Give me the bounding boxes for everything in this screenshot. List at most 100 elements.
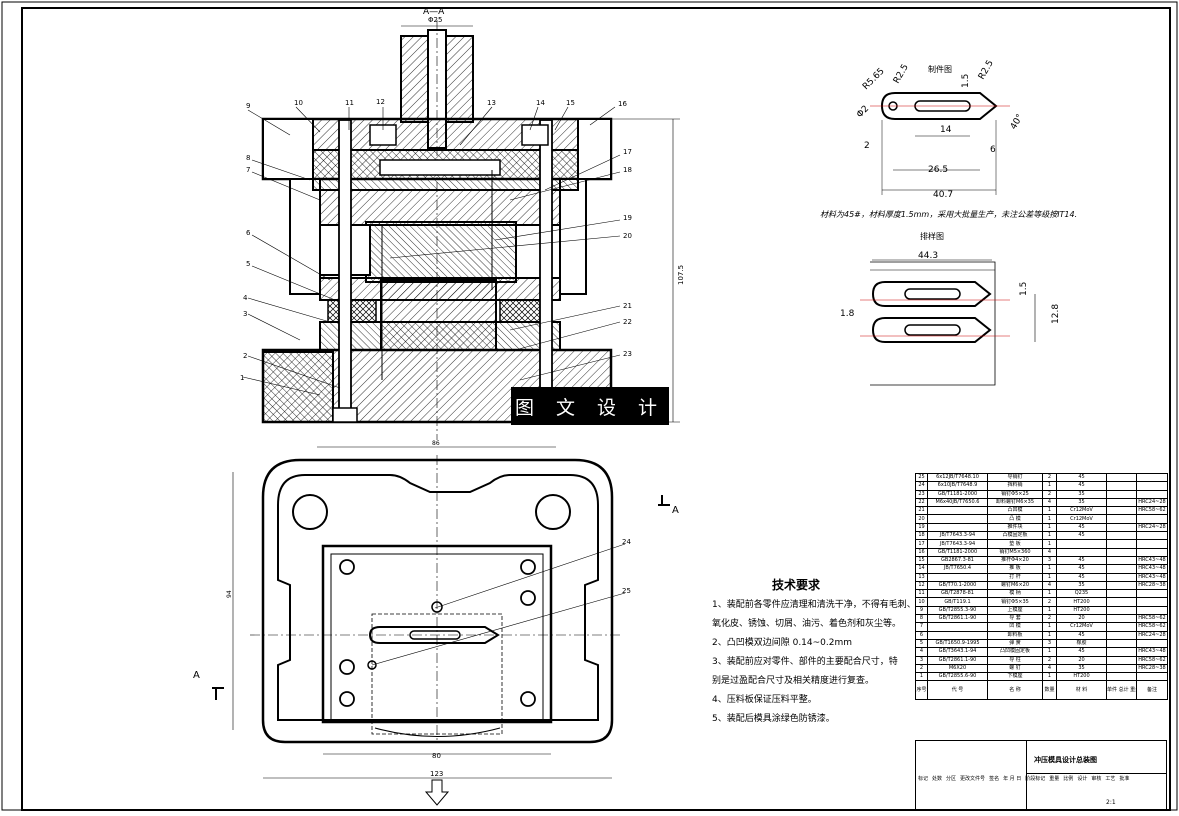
bom-cell: HRC43~48 — [1136, 564, 1168, 574]
bom-cell: HRC43~48 — [1136, 647, 1168, 657]
tech-req-item: 1、装配前各零件应清理和清洗干净，不得有毛刺、 — [712, 600, 916, 610]
bom-cell: HRC58~62 — [1136, 655, 1168, 665]
inner-border — [21, 7, 1171, 811]
bom-cell: 16 — [915, 547, 928, 557]
bom-cell: 凸凹模 — [987, 506, 1043, 516]
scale-value: 2:1 — [1106, 799, 1116, 806]
bom-cell: HT200 — [1056, 672, 1107, 682]
callout-13: 13 — [487, 99, 496, 107]
part-dim-1: R2.5 — [892, 63, 911, 86]
layout-dim-0: 44.3 — [918, 251, 938, 261]
tech-req-item: 氧化皮、锈蚀、切屑、油污、着色剂和灰尘等。 — [712, 619, 902, 629]
bom-cell: 销钉M5×360 — [987, 547, 1043, 557]
bom-cell — [1106, 547, 1137, 557]
bom-cell — [1056, 539, 1107, 549]
part-dim-9: 26.5 — [928, 165, 948, 175]
bom-cell — [1106, 522, 1137, 533]
bom-cell: 导 柱 — [987, 655, 1043, 665]
title-block-label: 签名 — [989, 776, 1000, 782]
bom-cell: GB/T2861.1-90 — [927, 655, 988, 665]
bom-cell: HRC28~38 — [1136, 580, 1168, 591]
bom-cell: 4 — [1042, 663, 1057, 674]
title-block-label: 标记 — [918, 776, 929, 782]
bom-cell: 22 — [915, 497, 928, 508]
callout-24: 24 — [622, 538, 631, 546]
callout-18: 18 — [623, 166, 632, 174]
bom-cell — [927, 630, 988, 640]
callout-8: 8 — [246, 154, 250, 162]
bom-cell: 8 — [915, 614, 928, 624]
bom-cell: 4 — [1042, 497, 1057, 508]
bom-cell: HRC43~48 — [1136, 572, 1168, 582]
bom-cell: 销钉Φ5×25 — [987, 489, 1043, 499]
part-dim-4: Φ2 — [855, 104, 871, 120]
bom-cell: GB/T2855.6-90 — [927, 672, 988, 682]
dim-shank-dia: Φ25 — [428, 16, 442, 24]
bom-cell: 35 — [1056, 663, 1107, 674]
bom-cell — [1106, 655, 1137, 665]
callout-10: 10 — [294, 99, 303, 107]
bom-cell: 模 柄 — [987, 589, 1043, 599]
part-dim-5: 40° — [1009, 113, 1026, 132]
bom-cell — [1106, 597, 1137, 607]
drawing-title: 冲压模具设计总装图 — [1034, 756, 1097, 764]
bom-cell: GB/T1181-2000 — [927, 547, 988, 557]
bom-cell: HRC43~48 — [1136, 555, 1168, 566]
bom-cell: Cr12MoV — [1056, 622, 1107, 632]
title-block-label: 设计 — [1077, 776, 1088, 782]
bom-cell: 1 — [1042, 630, 1057, 640]
tech-req-item: 5、装配后模具涂绿色防锈漆。 — [712, 714, 835, 724]
bom-cell: HRC24~28 — [1136, 497, 1168, 508]
callout-23: 23 — [623, 350, 632, 358]
bom-cell: 45 — [1056, 555, 1107, 566]
bom-cell: HT200 — [1056, 605, 1107, 616]
bom-cell: M6x40JB/T7650.6 — [927, 497, 988, 508]
bom-cell: 下模座 — [987, 672, 1043, 682]
bom-cell — [1136, 638, 1168, 649]
callout-7: 7 — [246, 166, 250, 174]
bom-cell: 1 — [1042, 672, 1057, 682]
bom-cell — [927, 522, 988, 533]
part-dim-6: 2 — [864, 141, 870, 151]
bom-cell: 6 — [915, 630, 928, 640]
bom-cell: 单件 总计 重量 — [1106, 680, 1137, 701]
title-block-label: 审核 — [1091, 776, 1102, 782]
bom-cell: HRC24~28 — [1136, 630, 1168, 640]
layout-dim-2: 1.8 — [840, 309, 855, 319]
title-block-label: 处数 — [932, 776, 943, 782]
title-block-label: 年 月 日 — [1003, 776, 1022, 782]
bom-cell — [1106, 614, 1137, 624]
callout-5: 5 — [246, 260, 250, 268]
bom-cell — [1056, 547, 1107, 557]
bom-cell: HRC28~38 — [1136, 663, 1168, 674]
bom-cell: 1 — [1042, 564, 1057, 574]
callout-14: 14 — [536, 99, 545, 107]
bom-cell: 2 — [1042, 489, 1057, 499]
bom-cell — [1136, 589, 1168, 599]
bom-cell: 2 — [1042, 472, 1057, 483]
bom-cell — [1106, 497, 1137, 508]
bom-cell: HRC58~62 — [1136, 506, 1168, 516]
part-dim-0: R5.65 — [861, 66, 887, 92]
bom-cell: 卸料板 — [987, 630, 1043, 640]
bom-cell: 1 — [1042, 647, 1057, 657]
callout-leaders — [242, 106, 626, 666]
bom-cell — [927, 622, 988, 632]
callout-1: 1 — [240, 374, 244, 382]
bom-cell: 2 — [1042, 614, 1057, 624]
bom-cell: GB2867.3-81 — [927, 555, 988, 566]
bom-cell: JB/T7650.4 — [927, 564, 988, 574]
bom-cell: Cr12MoV — [1056, 514, 1107, 524]
bom-cell: 名 称 — [987, 680, 1043, 701]
bom-cell — [1106, 555, 1137, 566]
tech-req-item: 2、凸凹模双边间隙 0.14~0.2mm — [712, 638, 853, 648]
callout-20: 20 — [623, 232, 632, 240]
bom-cell: 11 — [915, 589, 928, 599]
bom-cell: 螺钉M6×20 — [987, 580, 1043, 591]
